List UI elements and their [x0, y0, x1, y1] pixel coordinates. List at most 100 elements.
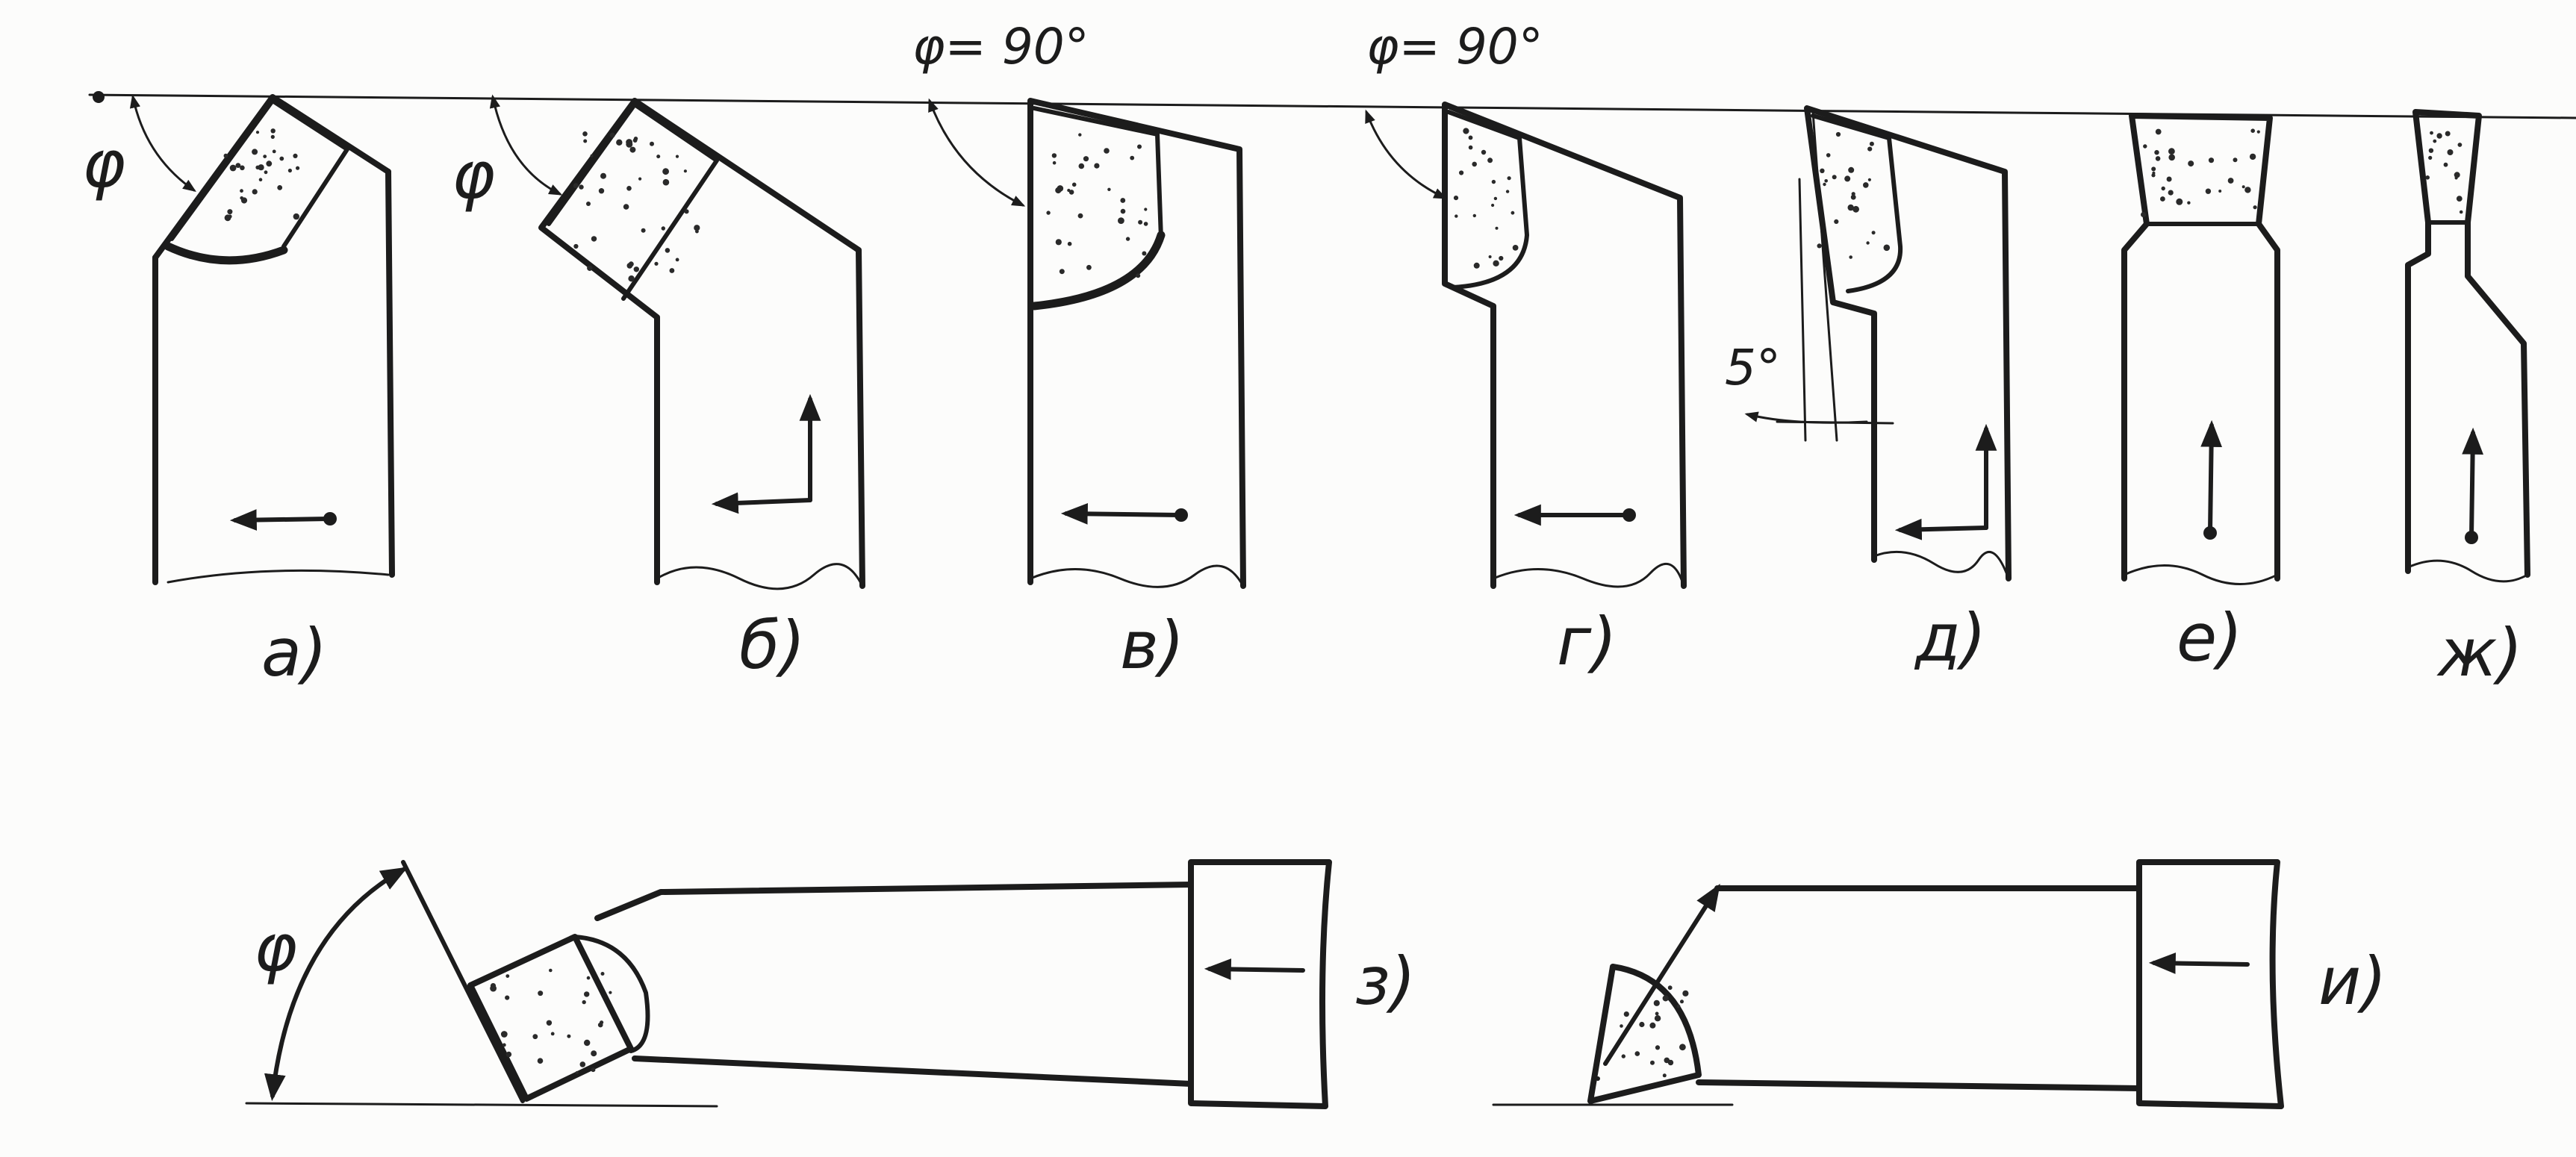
caption-e: е): [2177, 599, 2242, 676]
tool-z-phi-label: φ: [254, 909, 297, 986]
stipple-dot: [1835, 131, 1841, 137]
stipple-dot: [695, 229, 699, 234]
tool-a-insert-arc: [164, 242, 288, 265]
stipple-dot: [661, 226, 665, 231]
stipple-dot: [1817, 243, 1822, 249]
stipple-dot: [683, 169, 688, 173]
stipple-dot: [1078, 133, 1082, 137]
stipple-dot: [1473, 262, 1480, 269]
stipple-dot: [609, 132, 615, 138]
stipple-dot: [1649, 1022, 1656, 1029]
stipple-dot: [1468, 135, 1473, 140]
stipple-dot: [1848, 166, 1855, 173]
stipple-dot: [1849, 255, 1852, 259]
stipple-dot: [2445, 131, 2451, 137]
stipple-dot: [2152, 171, 2156, 175]
tool-a-bottom-break: [167, 569, 390, 584]
stipple-dot: [1086, 264, 1092, 270]
stipple-dot: [1120, 208, 1126, 214]
stipple-dot: [2155, 156, 2161, 161]
stipple-dot: [1634, 1051, 1640, 1056]
stipple-dot: [1866, 241, 1870, 245]
stipple-dot: [1511, 210, 1515, 215]
stipple-dot: [1505, 190, 1510, 193]
stipple-dot: [1871, 231, 1876, 235]
stipple-dot: [2249, 153, 2256, 160]
tool-g-insert: [1446, 110, 1529, 290]
stipple-dot: [591, 236, 597, 242]
stipple-dot: [270, 128, 276, 134]
stipple-dot: [1059, 269, 1065, 275]
stipple-dot: [1676, 1004, 1681, 1008]
stipple-dot: [2459, 210, 2463, 214]
stipple-dot: [1136, 273, 1141, 278]
stipple-dot: [638, 177, 642, 181]
stipple-dot: [235, 163, 241, 169]
stipple-dot: [1472, 213, 1477, 218]
stipple-dot: [591, 1050, 597, 1057]
tool-e-feed-dot: [2203, 526, 2217, 540]
stipple-dot: [1130, 155, 1135, 160]
stipple-dot: [255, 131, 260, 134]
stipple-dot: [1623, 1011, 1629, 1017]
stipple-dot: [223, 153, 228, 158]
stipple-dot: [2244, 187, 2251, 193]
stipple-dot: [600, 172, 606, 179]
tool-z-holder: [1188, 859, 1332, 1109]
stipple-dot: [1487, 158, 1493, 163]
stipple-dot: [584, 1039, 591, 1047]
stipple-dot: [1491, 179, 1496, 184]
tool-z-phi-arc: [264, 867, 408, 1102]
stipple-dot: [1512, 245, 1519, 251]
stipple-dot: [1481, 149, 1487, 155]
stipple-dot: [505, 1051, 512, 1058]
tool-g: φ= 90° г): [1365, 18, 1687, 680]
stipple-dot: [2454, 176, 2458, 180]
stipple-dot: [1051, 153, 1057, 158]
stipple-dot: [1055, 239, 1062, 246]
stipple-dot: [1118, 217, 1124, 224]
stipple-dot: [1620, 1024, 1623, 1028]
stipple-dot: [500, 1031, 508, 1038]
stipple-dot: [1077, 213, 1083, 219]
stipple-dot: [2253, 205, 2257, 210]
reference-dot: [93, 91, 105, 103]
stipple-dot: [1832, 175, 1837, 180]
stipple-dot: [550, 1032, 555, 1036]
stipple-dot: [1682, 990, 1689, 997]
tool-v-outline: [1027, 98, 1246, 589]
stipple-dot: [1679, 1044, 1686, 1051]
stipple-dot: [240, 197, 248, 204]
stipple-dot: [279, 156, 284, 161]
tool-a-body: [152, 169, 395, 585]
stipple-dot: [575, 1070, 579, 1074]
stipple-dot: [1850, 194, 1856, 200]
stipple-dot: [1826, 153, 1831, 158]
tool-i: и): [1492, 859, 2387, 1109]
stipple-dot: [1143, 222, 1148, 226]
stipple-dot: [2241, 185, 2245, 189]
stipple-dot: [586, 976, 591, 980]
stipple-dot: [2256, 130, 2260, 134]
stipple-dot: [1052, 160, 1057, 165]
stipple-dot: [2188, 160, 2194, 167]
tool-i-feed-arrow: [2148, 952, 2250, 974]
stipple-dot: [538, 991, 544, 997]
tool-i-edge: [1596, 888, 1717, 1081]
stipple-dot: [270, 134, 275, 139]
tool-a-feed-dot: [323, 512, 337, 526]
stipple-dot: [2161, 186, 2165, 191]
tool-g-bottom-break: [1492, 563, 1685, 588]
tool-i-shank: [1696, 885, 2142, 1091]
stipple-dot: [2218, 190, 2222, 193]
stipple-dot: [582, 999, 586, 1005]
stipple-dot: [490, 985, 497, 992]
stipple-dot: [1068, 190, 1074, 195]
stipple-dot: [586, 202, 591, 206]
stipple-dot: [629, 146, 636, 153]
stipple-dot: [1468, 145, 1473, 150]
stipple-dot: [2176, 198, 2183, 205]
tool-z-baseline: [245, 1102, 718, 1108]
stipple-dot: [583, 139, 588, 143]
caption-b: б): [739, 607, 806, 684]
